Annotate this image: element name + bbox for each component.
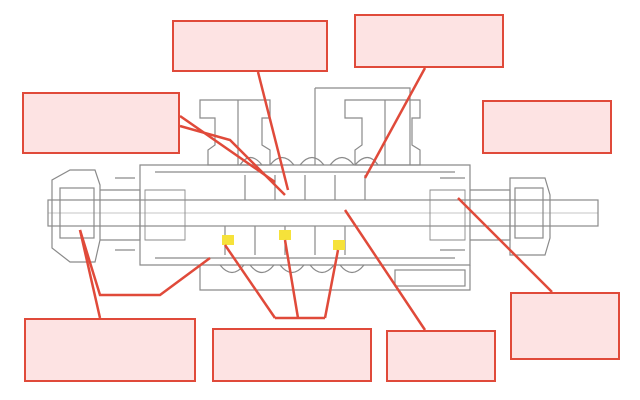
- line-bottom-left: [78, 229, 211, 297]
- line-bottom-center-3: [323, 249, 340, 319]
- label-box-bottom-center: [212, 328, 372, 382]
- label-top-center: [246, 42, 254, 50]
- highlight-2: [279, 230, 291, 240]
- label-box-left-upper: [22, 92, 180, 154]
- label-bottom-center: [288, 351, 296, 359]
- highlight-marks: [222, 230, 345, 250]
- discharge-nozzle: [344, 99, 421, 166]
- label-right-upper: [543, 123, 551, 131]
- impellers-upper: [239, 156, 379, 166]
- label-right-lower: [561, 322, 569, 330]
- label-box-top-right: [354, 14, 504, 68]
- line-left-upper-2: [179, 114, 276, 184]
- label-box-bottom-right: [386, 330, 496, 382]
- label-bottom-right: [437, 352, 445, 360]
- label-left-upper: [97, 119, 105, 127]
- label-box-bottom-left: [24, 318, 196, 382]
- line-right-lower: [457, 197, 553, 293]
- highlight-3: [333, 240, 345, 250]
- label-box-right-upper: [482, 100, 612, 154]
- line-top-center: [256, 71, 290, 191]
- line-bottom-center-1: [223, 244, 277, 319]
- line-left-upper: [179, 124, 286, 196]
- line-bottom-left-2: [78, 229, 102, 319]
- line-top-right: [363, 67, 427, 179]
- callout-lines: [78, 67, 553, 331]
- line-bottom-right: [343, 209, 427, 331]
- highlight-1: [222, 235, 234, 245]
- base: [199, 265, 471, 291]
- left-bearing-housing: [51, 169, 101, 263]
- label-box-right-lower: [510, 292, 620, 360]
- label-bottom-left: [106, 346, 114, 354]
- right-bearing-housing: [509, 177, 551, 256]
- label-box-top-center: [172, 20, 328, 72]
- impellers-lower: [219, 264, 365, 274]
- line-bottom-center-2: [283, 239, 300, 319]
- label-top-right: [425, 37, 433, 45]
